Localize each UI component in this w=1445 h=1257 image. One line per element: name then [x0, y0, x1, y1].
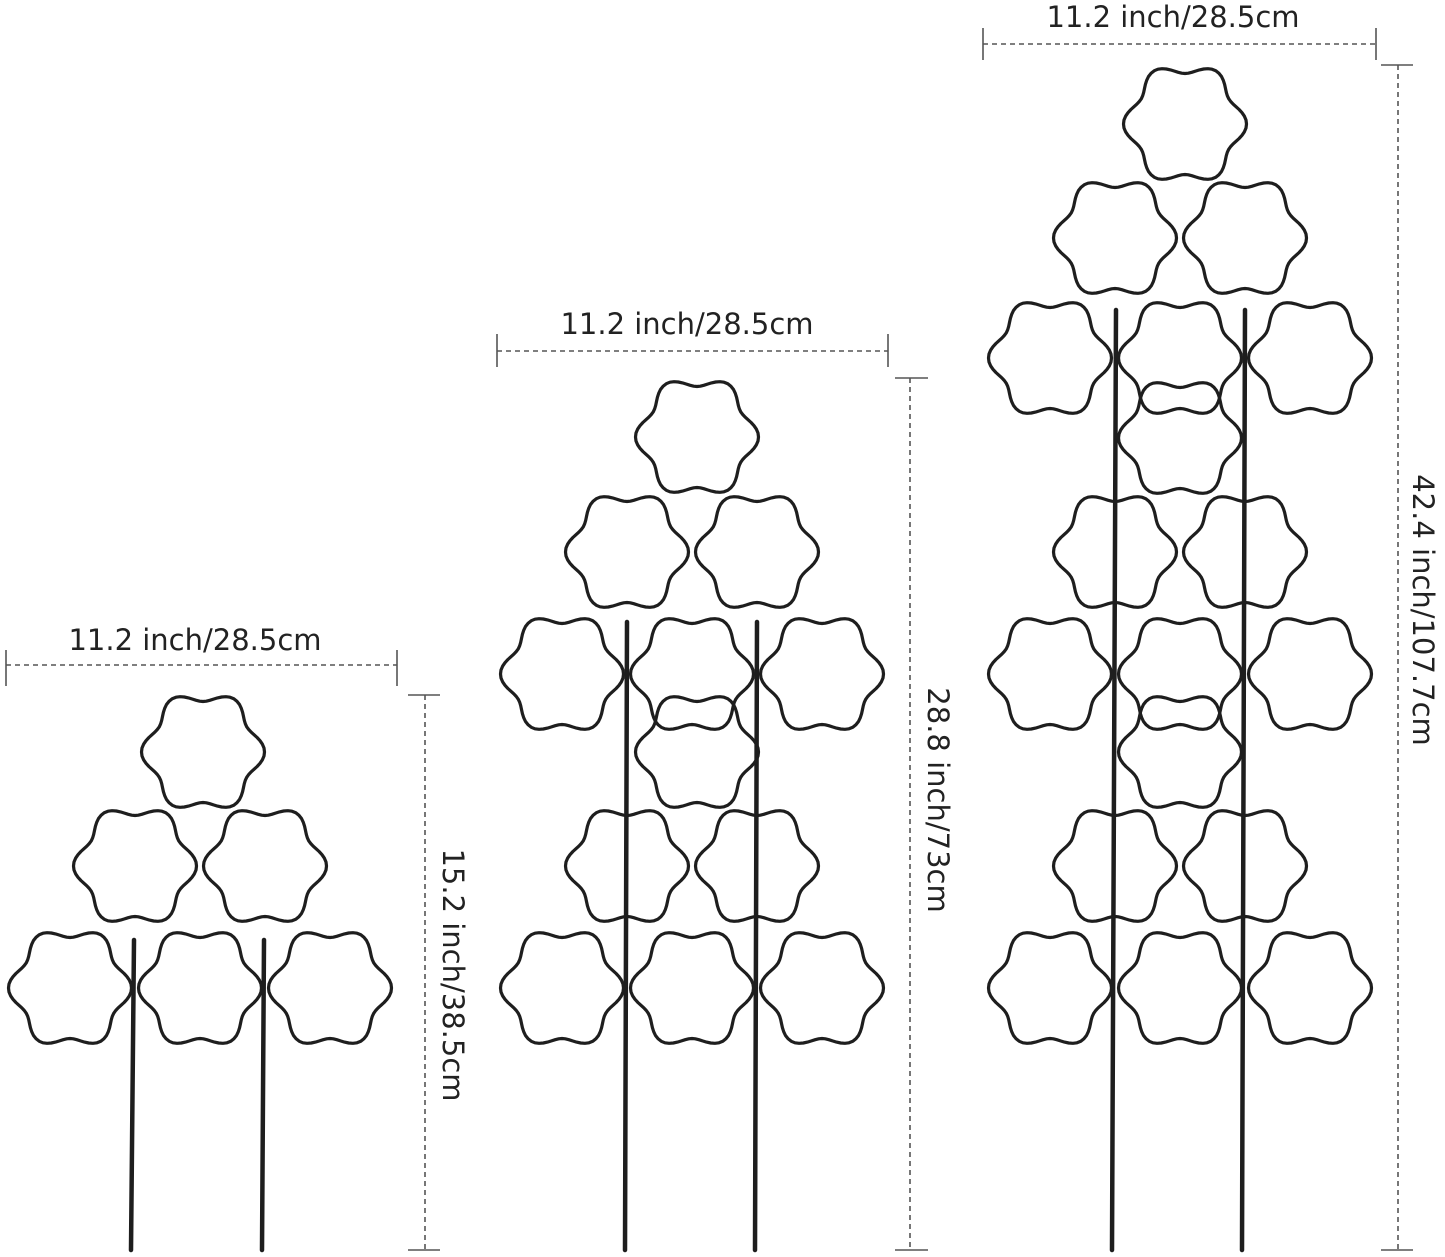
- wire-ring: [1181, 809, 1309, 923]
- medium-trellis: 11.2 inch/28.5cm 28.8 inch/73cm: [496, 307, 955, 1253]
- medium-trellis-rings: [498, 380, 886, 1045]
- large-trellis-width-dimension: 11.2 inch/28.5cm: [982, 0, 1377, 60]
- small-trellis-rings: [6, 695, 394, 1045]
- wire-ring: [498, 931, 626, 1045]
- small-stake-left: [128, 937, 137, 1253]
- small-trellis-stakes: [128, 937, 267, 1253]
- large-trellis-height-dimension: 42.4 inch/107.7cm: [1381, 64, 1440, 1251]
- wire-ring: [628, 617, 756, 731]
- wire-ring: [1116, 617, 1244, 731]
- wire-ring: [1051, 809, 1179, 923]
- wire-ring: [266, 931, 394, 1045]
- large-trellis-stakes: [1109, 307, 1248, 1253]
- small-height-label: 15.2 inch/38.5cm: [436, 848, 470, 1101]
- small-trellis-width-dimension: 11.2 inch/28.5cm: [5, 623, 398, 686]
- wire-ring: [498, 617, 626, 731]
- wire-ring: [1116, 931, 1244, 1045]
- wire-ring: [1121, 67, 1249, 181]
- wire-ring: [563, 495, 691, 609]
- wire-ring: [986, 301, 1114, 415]
- wire-ring: [201, 809, 329, 923]
- medium-trellis-width-dimension: 11.2 inch/28.5cm: [496, 307, 889, 367]
- wire-ring: [1246, 617, 1374, 731]
- large-stake-left: [1109, 307, 1119, 1253]
- wire-ring: [1181, 181, 1309, 295]
- wire-ring: [693, 809, 821, 923]
- medium-trellis-height-dimension: 28.8 inch/73cm: [895, 377, 955, 1251]
- wire-ring: [1051, 181, 1179, 295]
- wire-ring: [633, 380, 761, 494]
- wire-ring: [71, 809, 199, 923]
- wire-ring: [1116, 301, 1244, 415]
- wire-ring: [628, 931, 756, 1045]
- large-width-label: 11.2 inch/28.5cm: [1046, 0, 1299, 34]
- wire-ring: [633, 695, 761, 809]
- wire-ring: [1116, 695, 1244, 809]
- large-trellis: 11.2 inch/28.5cm 42.4 inch/107.7cm: [982, 0, 1440, 1253]
- wire-ring: [1246, 301, 1374, 415]
- wire-ring: [136, 931, 264, 1045]
- medium-trellis-stakes: [622, 619, 760, 1253]
- medium-stake-right: [752, 619, 760, 1253]
- wire-ring: [1116, 381, 1244, 495]
- medium-height-label: 28.8 inch/73cm: [921, 687, 955, 912]
- large-trellis-rings: [986, 67, 1374, 1045]
- small-trellis: 11.2 inch/28.5cm 15.2 inch/38.5cm: [5, 623, 470, 1253]
- large-stake-right: [1239, 307, 1248, 1253]
- medium-width-label: 11.2 inch/28.5cm: [560, 307, 813, 341]
- small-trellis-height-dimension: 15.2 inch/38.5cm: [408, 694, 470, 1251]
- wire-ring: [563, 809, 691, 923]
- wire-ring: [1181, 495, 1309, 609]
- small-stake-right: [259, 937, 267, 1253]
- wire-ring: [1051, 495, 1179, 609]
- wire-ring: [6, 931, 134, 1045]
- wire-ring: [139, 695, 267, 809]
- wire-ring: [986, 617, 1114, 731]
- medium-stake-left: [622, 619, 630, 1253]
- wire-ring: [758, 617, 886, 731]
- wire-ring: [1246, 931, 1374, 1045]
- wire-ring: [693, 495, 821, 609]
- small-width-label: 11.2 inch/28.5cm: [68, 623, 321, 657]
- wire-ring: [986, 931, 1114, 1045]
- wire-ring: [758, 931, 886, 1045]
- large-height-label: 42.4 inch/107.7cm: [1406, 474, 1440, 746]
